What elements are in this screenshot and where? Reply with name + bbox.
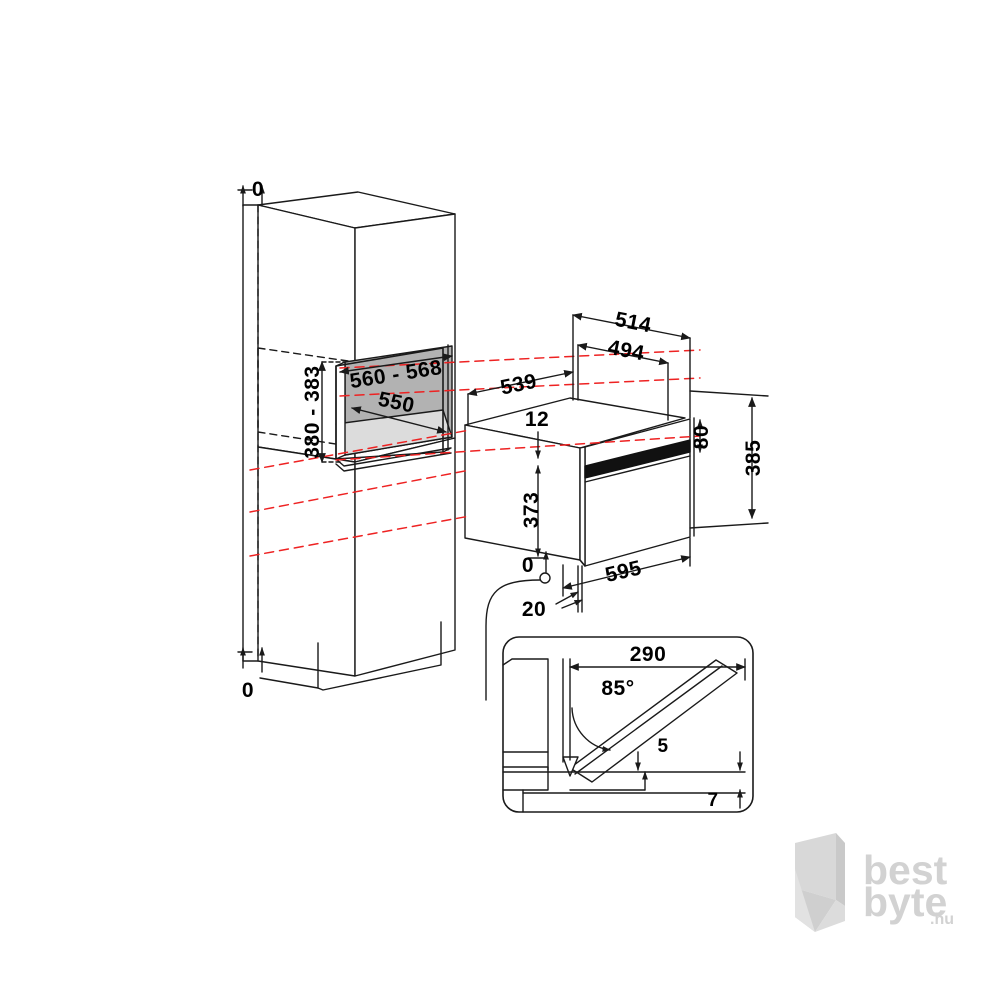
detail-callout-origin [539,572,551,584]
dim-539 [467,369,574,426]
appliance-oven [464,397,695,701]
label-cabinet-bottom-clearance: 0 [242,679,254,702]
label-top-offset: 12 [525,408,549,431]
dim-niche-depth [351,406,447,434]
oven-door-edge [579,446,586,567]
dim-595 [562,537,691,597]
door-open-detail [502,636,754,813]
logo-text-byte: byte [863,879,947,925]
cabinet-plinth-edge [259,677,319,689]
dim-niche-height [318,361,346,463]
label-base-offset: 20 [522,598,546,621]
detail-floor-step [502,766,549,813]
logo-text-suffix: .hu [930,911,954,928]
dim-494 [577,342,669,421]
dim-base-zero [527,551,549,573]
label-niche-height: 380 - 383 [301,365,324,458]
dim-bottom-zero [237,647,265,673]
label-total-height: 385 [742,440,765,477]
cabinet-lower-side-face [354,437,456,677]
logo-text-best: best [863,847,948,893]
niche-front-lip-2 [335,452,452,472]
label-door-open-depth: 290 [630,643,667,666]
bestbyte-watermark: best byte .hu [795,833,954,932]
label-door-gap: 5 [657,736,668,757]
label-door-foot: 7 [707,790,718,811]
cabinet-column [242,191,456,691]
niche-left-wall [335,361,346,460]
logo-mark-facet-bottom-right [815,900,845,932]
dim-top-zero [237,185,265,207]
label-panel-height: 80 [690,425,713,449]
detail-callout-leader [485,579,541,701]
detail-cabinet-wall [502,658,549,771]
label-door-angle: 85° [601,677,634,700]
cabinet-plinth [317,621,442,691]
label-base-zero: 0 [522,554,534,577]
cabinet-hidden-edges [257,204,356,662]
label-cabinet-top-clearance: 0 [252,178,264,201]
label-body-height: 373 [520,492,543,529]
logo-mark-facet-top-right [836,833,845,906]
dim-angle-arc [571,707,611,752]
detail-door-panel [569,659,738,783]
oven-control-panel [584,439,691,479]
logo-mark-facet-top-left [795,833,836,900]
dim-niche-width [339,353,453,375]
detail-door-inner-line [574,665,723,775]
cabinet-lower-front-face [257,446,356,677]
logo-mark-facet-shadow [795,869,815,932]
dim-20 [555,565,583,613]
dim-385 [689,390,769,529]
oven-trim-line [584,455,691,483]
